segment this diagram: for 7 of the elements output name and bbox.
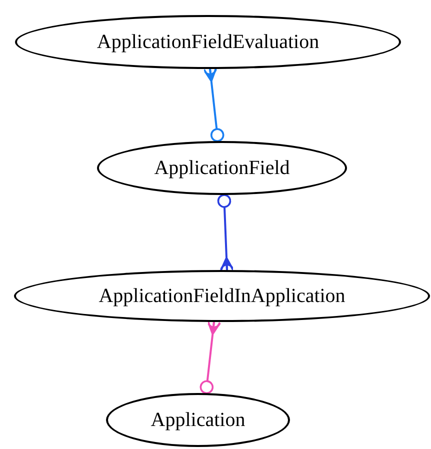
- relationship-line: [200, 320, 221, 394]
- relationship-line: [203, 67, 224, 142]
- relationship-line: [217, 194, 234, 272]
- entity-name: ApplicationFieldInApplication: [98, 286, 346, 306]
- entity-name: Application: [150, 410, 246, 430]
- entity-name: ApplicationField: [154, 158, 290, 178]
- entity-name: ApplicationFieldEvaluation: [96, 32, 320, 52]
